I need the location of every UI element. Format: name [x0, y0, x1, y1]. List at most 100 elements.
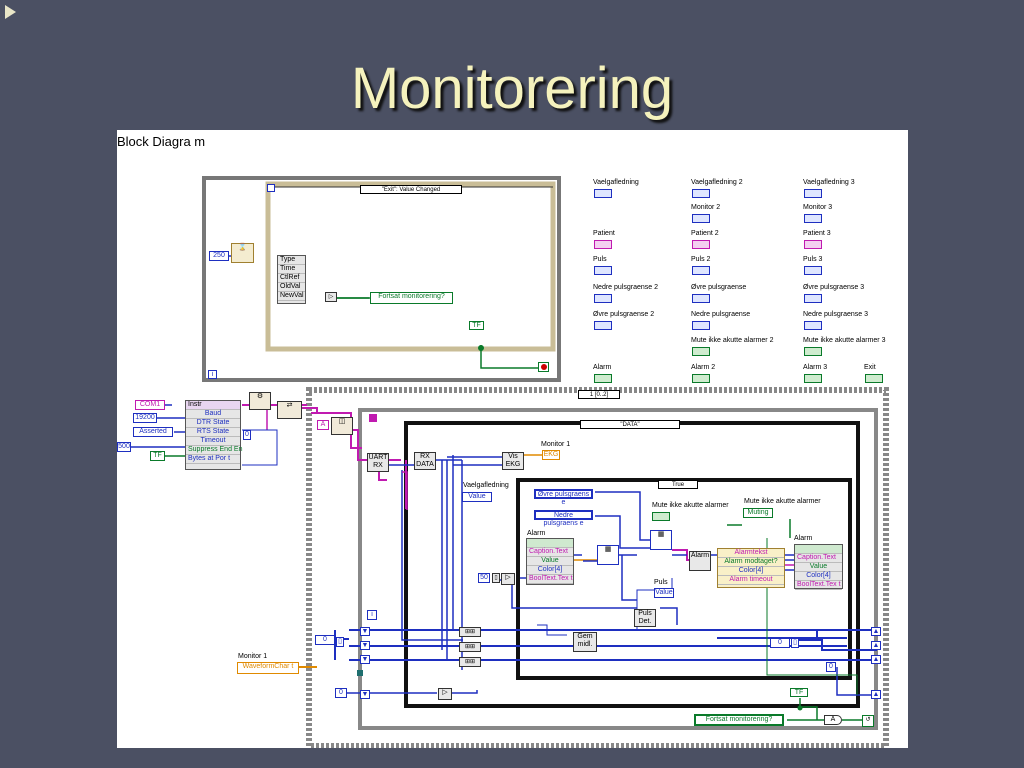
and-gate: A	[824, 715, 842, 725]
visa-configure-icon: ⚙	[249, 392, 271, 410]
alarm-prop-caption: Caption.Text	[527, 548, 573, 557]
slide-bullet	[5, 5, 16, 19]
compare-node: ▷	[501, 573, 515, 585]
col2-chip-6[interactable]	[692, 347, 710, 356]
col1-label-4: Øvre pulsgraense 2	[593, 311, 655, 318]
col2-chip-4[interactable]	[692, 294, 710, 303]
slide-title: Monitorering	[350, 56, 674, 121]
col3-chip-4[interactable]	[804, 294, 822, 303]
exit-chip[interactable]	[865, 374, 883, 383]
loop-stop-terminal: ↺	[862, 715, 874, 727]
col1-chip-5[interactable]	[594, 374, 612, 383]
col3-chip-3[interactable]	[804, 266, 822, 275]
alarm2-label: Alarm	[794, 535, 813, 542]
col2-label-1: Monitor 2	[691, 204, 721, 211]
mute-label: Mute ikke akutte alarmer	[652, 502, 729, 509]
tunnel-down-1: ▼	[360, 627, 370, 636]
col2-chip-2[interactable]	[692, 240, 710, 249]
tf-const-main: TF	[790, 688, 808, 697]
event-timeout-terminal	[267, 184, 275, 192]
unbundle-3: ⊞⊞	[459, 657, 481, 667]
true-case-selector[interactable]: True	[658, 480, 698, 489]
vis-ekg-node: Vis EKG	[502, 452, 524, 470]
nedre-terminal: Nedre pulsgraens e	[534, 510, 593, 527]
window-title: Block Diagra m	[117, 134, 206, 149]
fortsat-control: Fortsat monitorering?	[694, 714, 784, 726]
event-case-label: "Exit": Value Changed	[381, 187, 441, 193]
unbundle-2: ⊞⊞	[459, 642, 481, 652]
col3-label-7: Alarm 3	[803, 364, 828, 371]
rx-data-node: RX DATA	[414, 452, 436, 470]
com1-const: COM1	[135, 400, 165, 410]
col3-chip-5[interactable]	[804, 321, 822, 330]
col2-label-0: Vaelgafledning 2	[691, 179, 743, 186]
const-0c: 0	[826, 662, 836, 672]
puls-det-node: Puls Det.	[634, 609, 656, 627]
compare-node-2: ▷	[438, 688, 452, 700]
col3-label-3: Puls 3	[803, 256, 823, 263]
col3-chip-7[interactable]	[804, 374, 822, 383]
alarm-label: Alarm	[527, 530, 546, 537]
alarm2-ref	[795, 545, 842, 554]
block-diagram-wiring	[131, 176, 889, 748]
col1-chip-2[interactable]	[594, 266, 612, 275]
tunnel-up-1: ▲	[871, 627, 881, 636]
col1-chip-0[interactable]	[594, 189, 612, 198]
col3-chip-6[interactable]	[804, 347, 822, 356]
prop-suppress: Suppress End En	[186, 446, 243, 455]
const-0d: 0	[335, 688, 347, 698]
exit-label: Exit	[864, 364, 876, 371]
const-0b: 0	[770, 638, 790, 648]
vis-ekg-label: Vis EKG	[505, 453, 521, 468]
col2-chip-5[interactable]	[692, 321, 710, 330]
col1-chip-3[interactable]	[594, 294, 612, 303]
event-case-selector[interactable]: "Exit": Value Changed	[360, 185, 462, 194]
col3-chip-2[interactable]	[804, 240, 822, 249]
alarm2-prop-caption: Caption.Text	[795, 554, 842, 563]
timeout-const: 500	[117, 442, 131, 452]
uart-rx-node: UART RX	[367, 453, 389, 472]
wait-icon: ⌛	[231, 243, 254, 263]
event-data-oldval: OldVal	[278, 283, 305, 292]
col1-chip-1[interactable]	[594, 240, 612, 249]
zero-const-serial: 0	[243, 430, 251, 440]
prop-rts: RTS State	[186, 428, 240, 437]
asserted-const: Asserted	[133, 427, 173, 437]
block-diagram-screenshot: Block Diagra m	[117, 130, 908, 748]
col2-chip-1[interactable]	[692, 214, 710, 223]
col3-chip-0[interactable]	[804, 189, 822, 198]
col3-label-4: Øvre pulsgraense 3	[803, 284, 865, 291]
sequence-selector[interactable]: 1 [0..2]	[578, 390, 620, 399]
col2-label-7: Alarm 2	[691, 364, 716, 371]
col2-chip-7[interactable]	[692, 374, 710, 383]
event-data-node: Type Time CtlRef OldVal NewVal	[277, 255, 306, 304]
event-data-type: Type	[278, 256, 305, 265]
col2-label-3: Puls 2	[691, 256, 711, 263]
mute-chip[interactable]	[652, 512, 670, 521]
const-0b-tag: ▯	[791, 638, 799, 648]
col2-chip-0[interactable]	[692, 189, 710, 198]
col3-label-5: Nedre pulsgraense 3	[803, 311, 868, 318]
vaelgafledning-value: Value	[462, 492, 492, 502]
event-stop-button[interactable]	[538, 362, 549, 372]
fortsat-indicator: Fortsat monitorering?	[370, 292, 453, 304]
data-case-selector[interactable]: "DATA"	[580, 420, 680, 429]
serial-instr: Instr	[186, 401, 240, 410]
col3-label-2: Patient 3	[803, 230, 831, 237]
alarm-subvi-label: Alarm	[690, 552, 710, 559]
col2-chip-3[interactable]	[692, 266, 710, 275]
prop-bytes: Bytes at Por t	[186, 455, 240, 464]
col3-chip-1[interactable]	[804, 214, 822, 223]
col1-label-1: Patient	[593, 230, 615, 237]
tf-const-serial: TF	[150, 451, 165, 461]
visa-read-icon: ◫	[331, 417, 353, 435]
col3-label-6: Mute ikke akutte alarmer 3	[803, 337, 886, 344]
col1-label-2: Puls	[593, 256, 607, 263]
monitor1-terminal: EKG	[542, 450, 560, 460]
col1-chip-4[interactable]	[594, 321, 612, 330]
col3-label-1: Monitor 3	[803, 204, 833, 211]
event-data-time: Time	[278, 265, 305, 274]
col1-label-3: Nedre pulsgraense 2	[593, 284, 658, 291]
prop-dtr: DTR State	[186, 419, 240, 428]
tunnel-down-3: ▼	[360, 655, 370, 664]
